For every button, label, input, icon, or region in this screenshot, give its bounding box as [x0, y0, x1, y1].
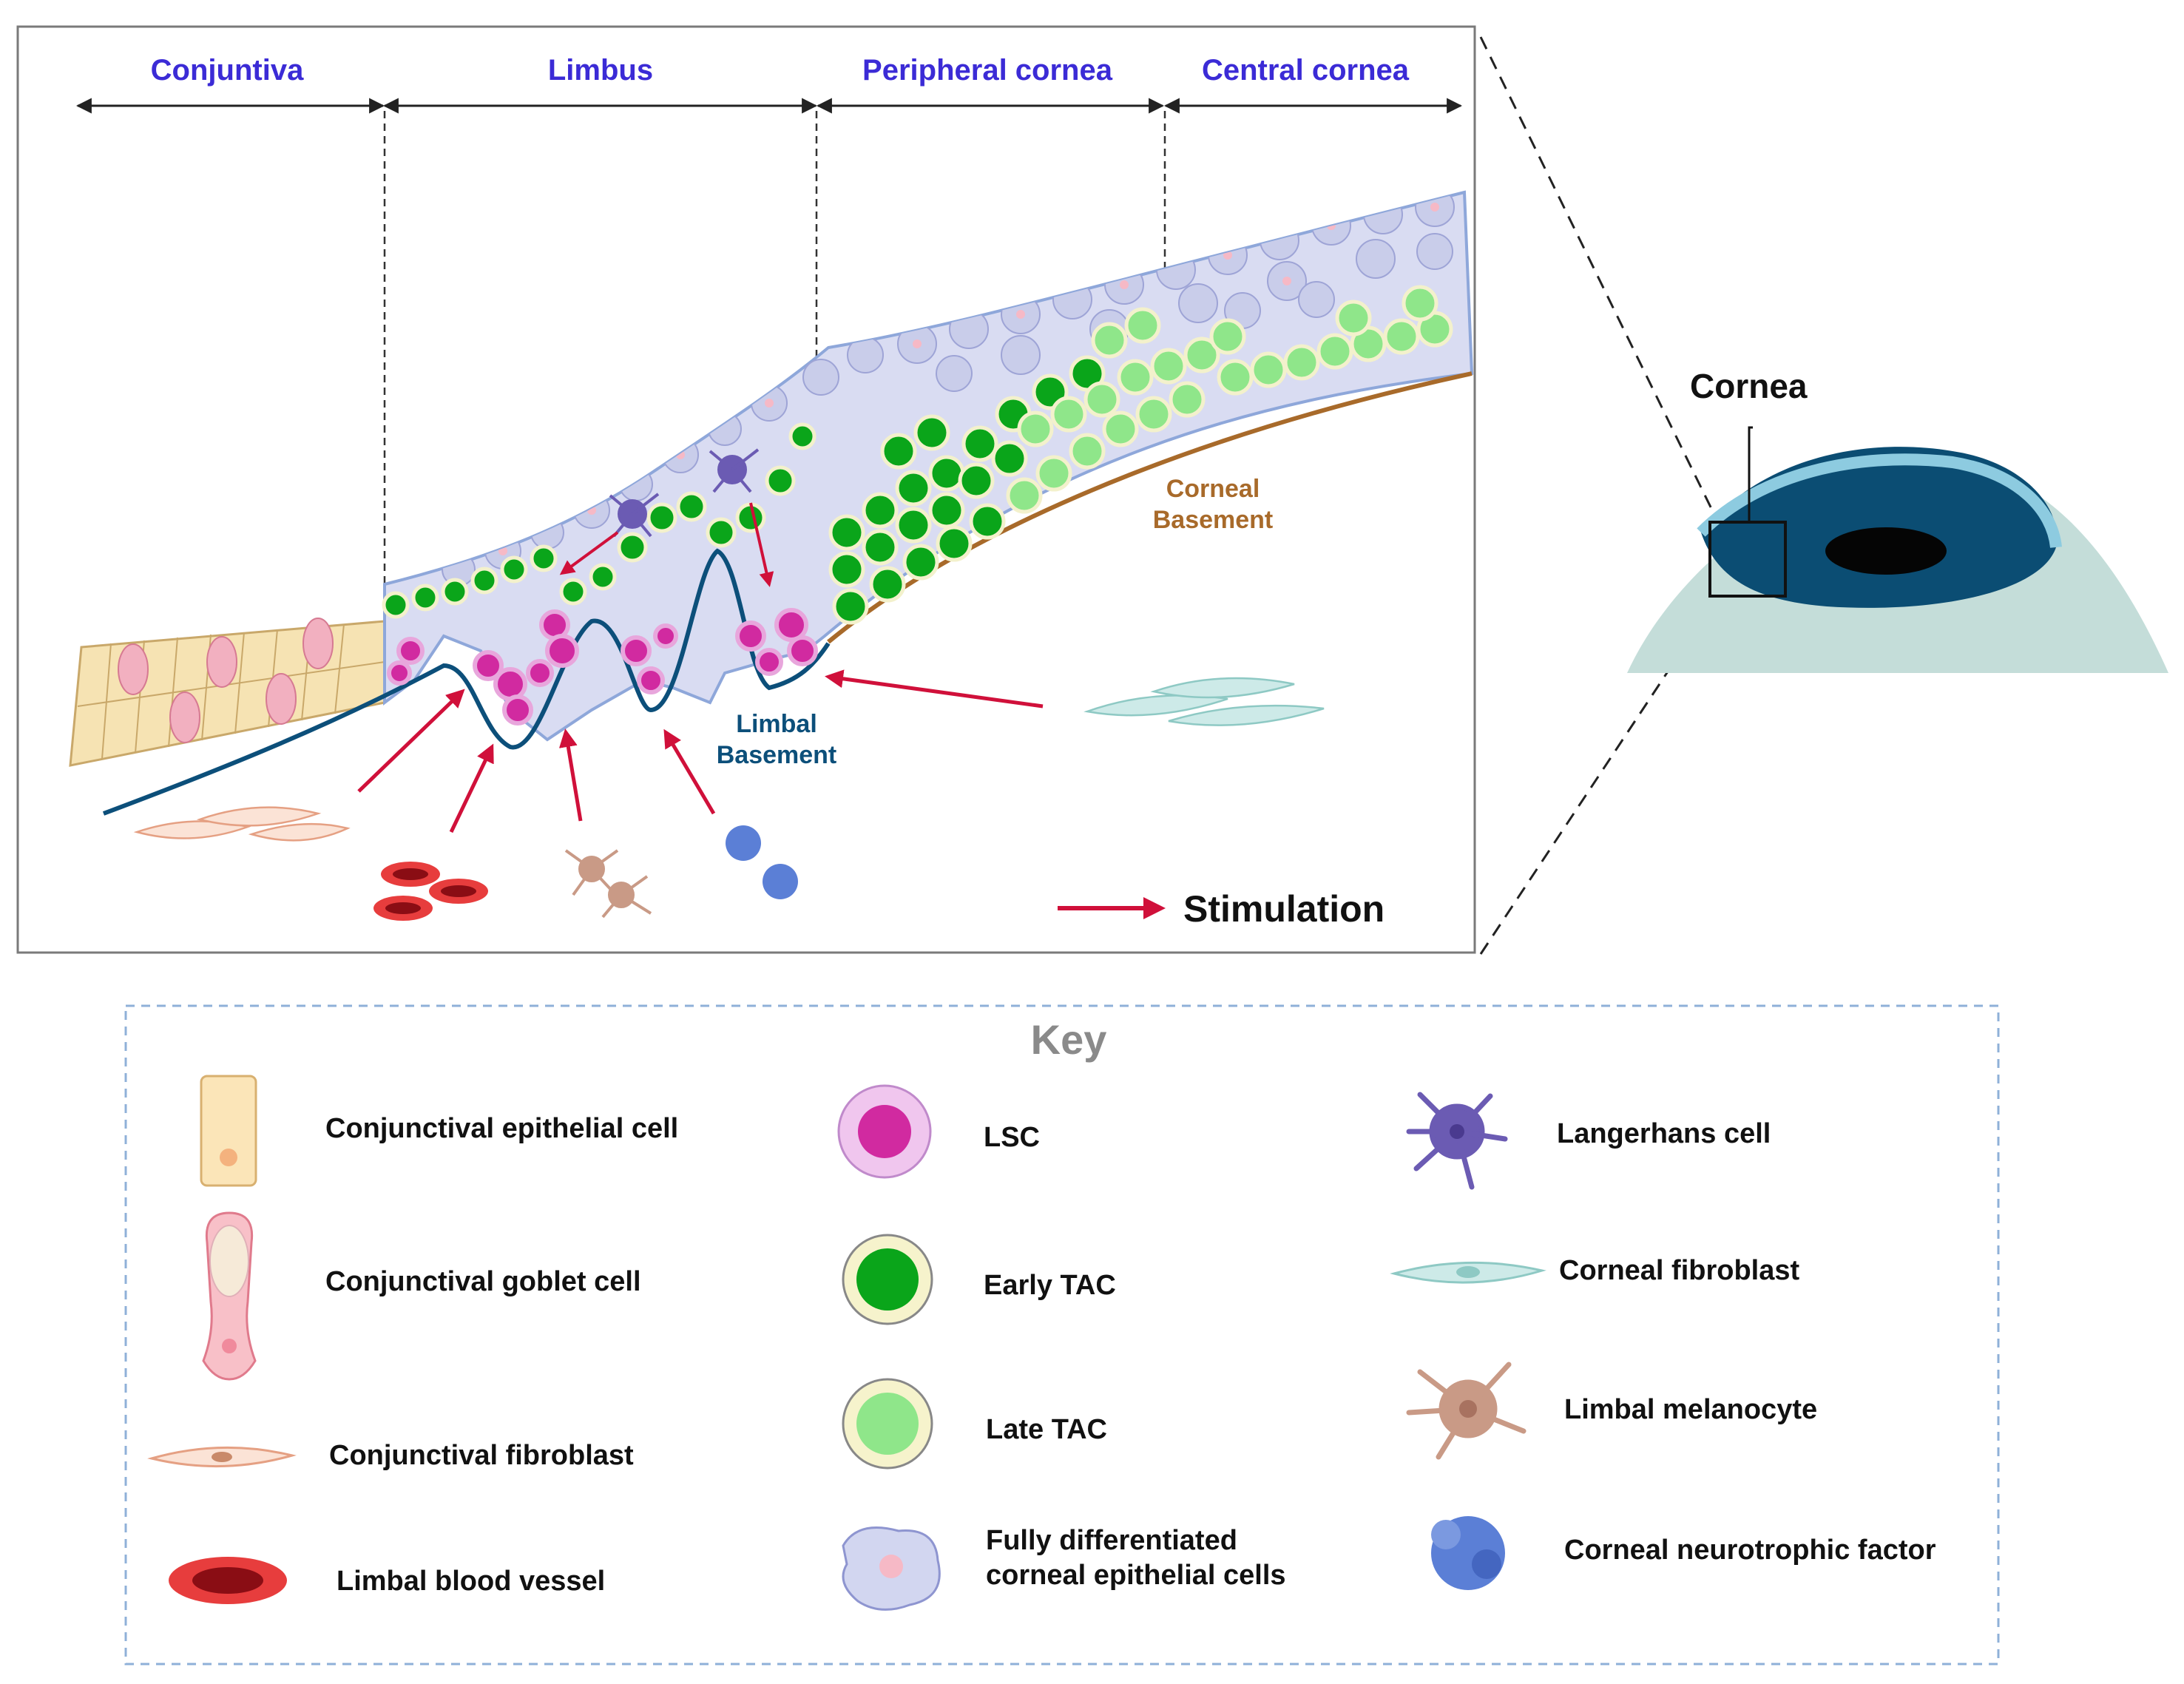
cornea-zoom-box — [1708, 521, 1787, 598]
eye-illustration — [1627, 426, 2168, 673]
corneal-fibroblast-icon — [1390, 1261, 1546, 1284]
langerhans-stim-arrow-2 — [749, 502, 774, 587]
key-label-neurotrophic: Corneal neurotrophic factor — [1564, 1535, 1936, 1566]
key-label-late-tac: Late TAC — [986, 1414, 1107, 1445]
lsc-cluster — [387, 608, 818, 726]
conjunctival-epithelium — [69, 618, 386, 767]
region-label-central: Central cornea — [1202, 54, 1410, 87]
corneal-neurotrophic-factors — [726, 825, 798, 899]
early-tac-icon — [842, 1234, 933, 1325]
key-title: Key — [1031, 1016, 1107, 1063]
limbal-blood-vessels — [373, 862, 488, 921]
niche-stimulation-arrows — [357, 669, 1044, 833]
lsc-icon — [837, 1084, 932, 1179]
conjunctival-fibroblasts — [133, 806, 351, 842]
key-panel — [124, 1004, 2000, 1666]
key-label-conj-epithelial: Conjunctival epithelial cell — [325, 1113, 678, 1144]
limbal-basement-label-1: Limbal — [736, 710, 817, 738]
zoom-line-bottom — [1479, 598, 1717, 955]
langerhans-stim-arrow-1 — [559, 531, 619, 575]
key-label-early-tac: Early TAC — [984, 1270, 1116, 1301]
fully-differentiated-cell-icon — [842, 1526, 941, 1611]
key-label-conj-goblet: Conjunctival goblet cell — [325, 1266, 641, 1297]
conj-epithelial-cell-icon — [200, 1075, 257, 1187]
limbal-melanocyte-icon — [1406, 1362, 1527, 1460]
late-tac-cluster — [1006, 285, 1453, 514]
key-label-limbal-vessel: Limbal blood vessel — [337, 1566, 605, 1597]
late-tac-icon — [842, 1378, 933, 1470]
conj-fibroblast-icon — [147, 1446, 297, 1468]
key-label-fully-diff-2: corneal epithelial cells — [986, 1560, 1286, 1591]
region-label-limbus: Limbus — [548, 54, 653, 87]
corneal-basement-label-1: Corneal — [1166, 475, 1260, 503]
key-label-conj-fibroblast: Conjunctival fibroblast — [329, 1440, 634, 1471]
early-tac-cluster — [382, 355, 1106, 625]
langerhans-cell-icon — [1406, 1092, 1508, 1190]
key-label-langerhans: Langerhans cell — [1557, 1118, 1771, 1149]
corneal-basement-label-2: Basement — [1153, 506, 1274, 534]
limbal-blood-vessel-icon — [169, 1557, 287, 1604]
zoom-line-top — [1479, 36, 1717, 518]
limbal-melanocytes — [564, 849, 652, 919]
conj-goblet-cell-icon — [202, 1211, 257, 1381]
key-label-fully-diff-1: Fully differentiated — [986, 1525, 1237, 1556]
region-label-conjuntiva: Conjuntiva — [151, 54, 304, 87]
corneal-neurotrophic-factor-icon — [1431, 1516, 1505, 1590]
limbus-langerhans-cells — [609, 448, 760, 538]
key-label-melanocyte: Limbal melanocyte — [1564, 1394, 1817, 1425]
key-label-lsc: LSC — [984, 1122, 1040, 1153]
region-label-peripheral: Peripheral cornea — [862, 54, 1113, 87]
corneal-fibroblasts — [1083, 677, 1325, 726]
limbal-basement-label-2: Basement — [717, 741, 837, 769]
cornea-label: Cornea — [1690, 367, 1808, 405]
stimulation-label: Stimulation — [1183, 888, 1385, 930]
key-label-corneal-fibroblast: Corneal fibroblast — [1559, 1255, 1799, 1286]
